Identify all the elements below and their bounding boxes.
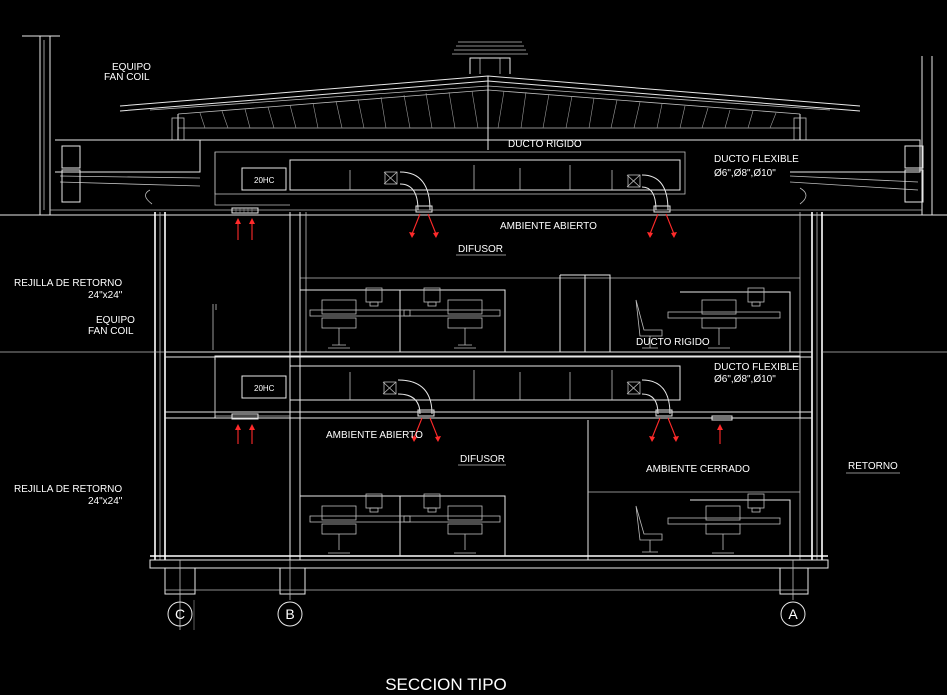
drawing-title: SECCION TIPO [385, 675, 507, 694]
label-ambiente-abierto-mid: AMBIENTE ABIERTO [326, 430, 423, 441]
label-fan-coil-unit-mid: 20HC [254, 384, 275, 393]
axis-bubble-a [780, 601, 806, 627]
label-rejilla-retorno-1: REJILLA DE RETORNO [14, 278, 122, 289]
label-flex-diameters-top: Ø6",Ø8",Ø10" [714, 168, 776, 179]
label-fan-coil-mid: FAN COIL [88, 326, 134, 337]
building-structure [0, 35, 947, 595]
label-rejilla-size-2: 24"x24" [88, 496, 123, 507]
label-retorno: RETORNO [848, 461, 898, 472]
label-ducto-flexible-top: DUCTO FLEXIBLE [714, 154, 799, 165]
roof-structure [119, 41, 861, 150]
office-furniture [212, 274, 791, 556]
label-ambiente-abierto-top: AMBIENTE ABIERTO [500, 221, 597, 232]
airflow-arrows [235, 213, 723, 444]
label-difusor-mid: DIFUSOR [460, 454, 505, 465]
axis-bubble-b [277, 601, 303, 627]
label-ducto-flexible-mid: DUCTO FLEXIBLE [714, 362, 799, 373]
label-equipo-top: EQUIPO [112, 62, 151, 73]
label-difusor-top: DIFUSOR [458, 244, 503, 255]
axis-label-c: C [175, 606, 185, 622]
label-ambiente-cerrado: AMBIENTE CERRADO [646, 464, 750, 475]
label-equipo-mid: EQUIPO [96, 315, 135, 326]
label-ducto-rigido-top: DUCTO RIGIDO [508, 139, 582, 150]
label-rejilla-retorno-2: REJILLA DE RETORNO [14, 484, 122, 495]
label-fan-coil-top: FAN COIL [104, 72, 150, 83]
axis-bubble-c [167, 601, 193, 627]
label-ducto-rigido-mid: DUCTO RIGIDO [636, 337, 710, 348]
fan-coil-unit-top [241, 167, 287, 191]
axis-label-a: A [788, 606, 798, 622]
label-rejilla-size-1: 24"x24" [88, 290, 123, 301]
label-flex-diameters-mid: Ø6",Ø8",Ø10" [714, 374, 776, 385]
grid-axes: C B A [167, 560, 806, 630]
label-fan-coil-unit-top: 20HC [254, 176, 275, 185]
fan-coil-unit-mid [241, 375, 287, 399]
duct-system [145, 152, 807, 421]
annotations: EQUIPO FAN COIL DUCTO RIGIDO DUCTO FLEXI… [14, 62, 900, 694]
axis-label-b: B [285, 606, 294, 622]
